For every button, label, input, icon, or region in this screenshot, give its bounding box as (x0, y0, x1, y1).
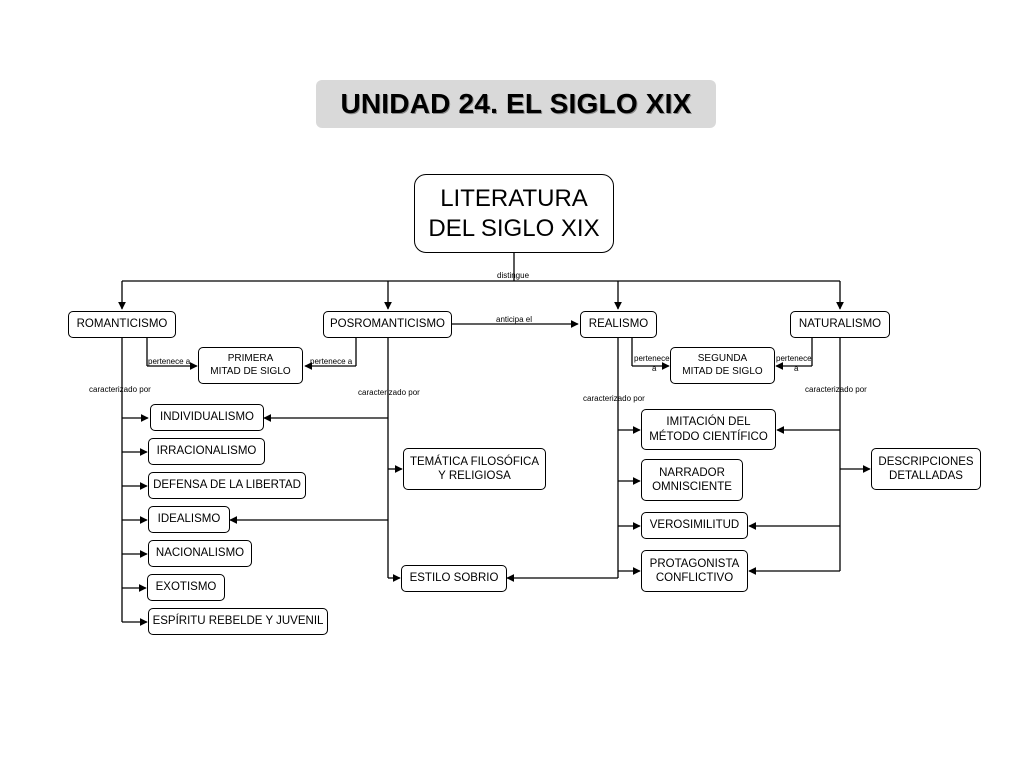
protagonista-line2: CONFLICTIVO (655, 572, 734, 584)
segunda-mitad-line2: MITAD DE SIGLO (682, 365, 763, 377)
descripciones-line1: DESCRIPCIONES (878, 455, 974, 468)
imitacion-node: IMITACIÓN DEL MÉTODO CIENTÍFICO (641, 409, 776, 450)
trait-label: IRRACIONALISMO (156, 445, 257, 458)
primera-mitad-node: PRIMERA MITAD DE SIGLO (198, 347, 303, 384)
verosimilitud-label: VEROSIMILITUD (649, 519, 740, 532)
trait-label: IDEALISMO (157, 513, 221, 526)
trait-nacionalismo: NACIONALISMO (148, 540, 252, 567)
link-label-pertenece-3b: a (652, 364, 657, 373)
link-label-caracterizado-4: caracterizado por (805, 385, 867, 394)
literatura-line1: LITERATURA (440, 184, 588, 212)
romanticismo-label: ROMANTICISMO (76, 318, 168, 331)
trait-espiritu-rebelde: ESPÍRITU REBELDE Y JUVENIL (148, 608, 328, 635)
trait-label: INDIVIDUALISMO (160, 411, 254, 424)
segunda-mitad-node: SEGUNDA MITAD DE SIGLO (670, 347, 775, 384)
literatura-line2: DEL SIGLO XIX (428, 214, 600, 242)
estilo-sobrio-node: ESTILO SOBRIO (401, 565, 507, 592)
realismo-label: REALISMO (588, 318, 649, 331)
descripciones-line2: DETALLADAS (889, 470, 963, 482)
tematica-line2: Y RELIGIOSA (438, 470, 511, 482)
trait-defensa-libertad: DEFENSA DE LA LIBERTAD (148, 472, 306, 499)
literatura-node: LITERATURA DEL SIGLO XIX (414, 174, 614, 253)
primera-mitad-line2: MITAD DE SIGLO (210, 365, 291, 377)
trait-label: EXOTISMO (155, 581, 217, 594)
protagonista-line1: PROTAGONISTA (649, 557, 740, 570)
link-label-pertenece-1: pertenece a (148, 357, 191, 366)
posromanticismo-label: POSROMANTICISMO (329, 318, 445, 331)
title-banner: UNIDAD 24. EL SIGLO XIX (316, 80, 716, 128)
posromanticismo-node: POSROMANTICISMO (323, 311, 452, 338)
narrador-node: NARRADOR OMNISCIENTE (641, 459, 743, 501)
trait-exotismo: EXOTISMO (147, 574, 225, 601)
link-label-pertenece-3a: pertenece (634, 354, 670, 363)
realismo-node: REALISMO (580, 311, 657, 338)
verosimilitud-node: VEROSIMILITUD (641, 512, 748, 539)
tematica-line1: TEMÁTICA FILOSÓFICA (409, 455, 540, 468)
primera-mitad-line1: PRIMERA (227, 353, 274, 364)
link-label-pertenece-4b: a (794, 364, 799, 373)
link-label-pertenece-4a: pertenece (776, 354, 812, 363)
link-label-caracterizado-3: caracterizado por (583, 394, 645, 403)
link-label-caracterizado-2: caracterizado por (358, 388, 420, 397)
narrador-line1: NARRADOR (659, 466, 725, 479)
link-label-anticipa: anticipa el (496, 315, 533, 324)
protagonista-node: PROTAGONISTA CONFLICTIVO (641, 550, 748, 592)
narrador-line2: OMNISCIENTE (652, 481, 732, 493)
trait-irracionalismo: IRRACIONALISMO (148, 438, 265, 465)
naturalismo-label: NATURALISMO (798, 318, 882, 331)
page-title: UNIDAD 24. EL SIGLO XIX (340, 88, 692, 119)
naturalismo-node: NATURALISMO (790, 311, 890, 338)
trait-label: ESPÍRITU REBELDE Y JUVENIL (152, 615, 324, 628)
trait-individualismo: INDIVIDUALISMO (150, 404, 264, 431)
romanticismo-node: ROMANTICISMO (68, 311, 176, 338)
link-label-pertenece-2: pertenece a (310, 357, 353, 366)
segunda-mitad-line1: SEGUNDA (697, 353, 748, 364)
link-label-caracterizado-1: caracterizado por (89, 385, 151, 394)
link-label-distingue: distingue (497, 271, 530, 280)
imitacion-line1: IMITACIÓN DEL (666, 416, 751, 429)
tematica-node: TEMÁTICA FILOSÓFICA Y RELIGIOSA (403, 448, 546, 490)
trait-label: DEFENSA DE LA LIBERTAD (153, 479, 301, 492)
imitacion-line2: MÉTODO CIENTÍFICO (649, 430, 768, 443)
estilo-sobrio-label: ESTILO SOBRIO (409, 572, 499, 585)
trait-label: NACIONALISMO (155, 547, 245, 560)
descripciones-node: DESCRIPCIONES DETALLADAS (871, 448, 981, 490)
trait-idealismo: IDEALISMO (148, 506, 230, 533)
